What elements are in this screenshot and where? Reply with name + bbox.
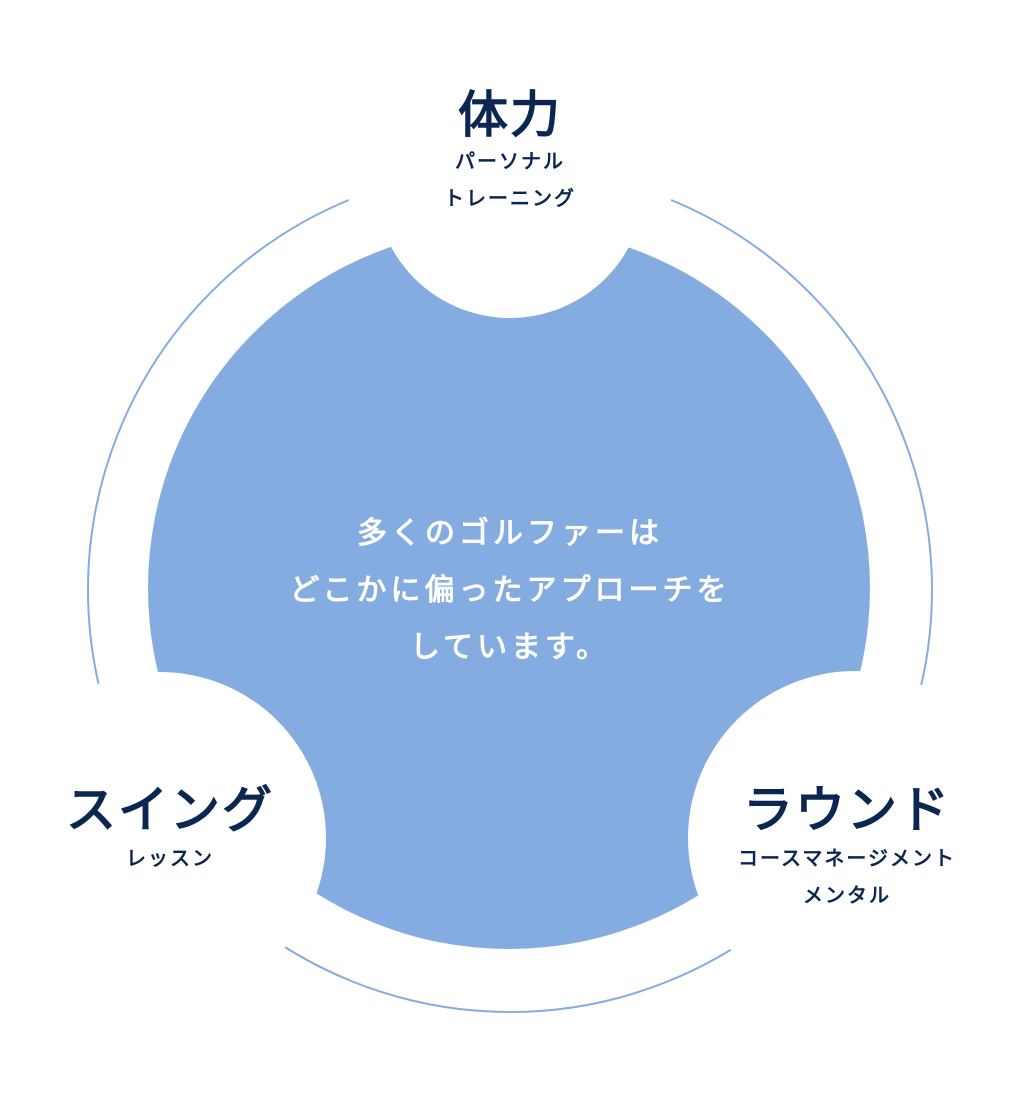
node-physical: 体力 パーソナル トレーニング xyxy=(444,85,576,217)
node-swing: スイング レッスン xyxy=(66,780,274,877)
center-message: 多くのゴルファーは どこかに偏ったアプローチを しています。 xyxy=(289,505,730,676)
center-line: どこかに偏ったアプローチを xyxy=(289,573,731,608)
node-sub: パーソナル xyxy=(455,149,565,173)
node-sub: メンタル xyxy=(803,883,891,907)
node-sub: トレーニング xyxy=(444,186,576,210)
node-title: スイング xyxy=(66,781,274,839)
center-line: 多くのゴルファーは xyxy=(356,516,663,551)
center-line: しています。 xyxy=(409,630,611,665)
node-title: 体力 xyxy=(458,86,562,144)
node-sub: コースマネージメント xyxy=(738,846,956,870)
cutout-right xyxy=(688,671,1020,1005)
node-title: ラウンド xyxy=(743,781,951,839)
node-sub: レッスン xyxy=(126,846,214,870)
cutout-left xyxy=(0,672,326,1004)
node-round: ラウンド コースマネージメント メンタル xyxy=(738,780,956,914)
cutout-top xyxy=(375,48,645,318)
center-circle xyxy=(148,227,870,949)
